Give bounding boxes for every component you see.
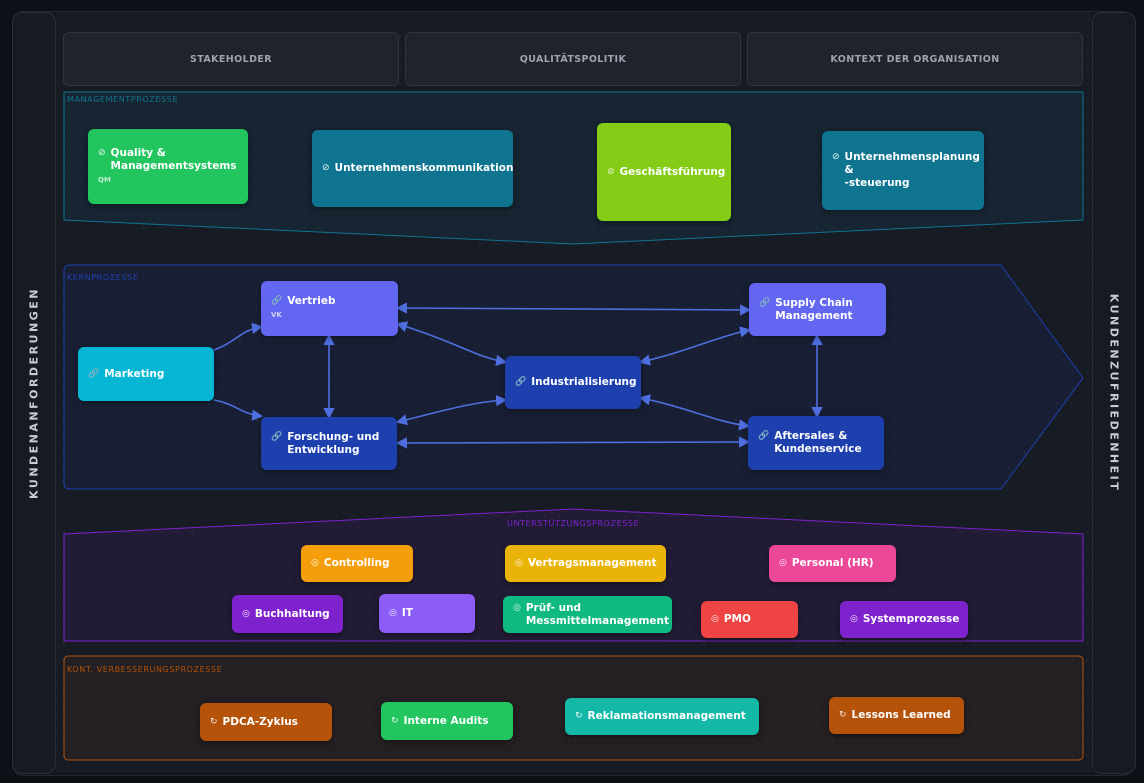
process-connector-arrow — [395, 436, 751, 449]
box-label: Systemprozesse — [862, 613, 960, 625]
box-label: IT — [401, 607, 413, 619]
mgmt-box-geschäftsführung[interactable]: ⊘ Geschäftsführung — [597, 123, 731, 221]
customer-requirements-label: KUNDENANFORDERUNGEN — [27, 287, 41, 499]
kvp-box-interne-audits[interactable]: ↻ Interne Audits — [381, 702, 513, 740]
support-box-controlling[interactable]: ◎ Controlling — [301, 545, 413, 582]
mgmt-box-unternehmenskommunikation[interactable]: ⊘ Unternehmenskommunikation — [312, 130, 513, 207]
support-box-buchhaltung[interactable]: ◎ Buchhaltung — [232, 595, 343, 633]
process-canvas: STAKEHOLDER QUALITÄTSPOLITIK KONTEXT DER… — [56, 12, 1092, 772]
process-connector-arrow — [213, 399, 264, 421]
box-label: Prüf- und Messmittelmanagement — [525, 601, 670, 627]
process-connector-arrow — [213, 322, 264, 351]
box-label: Lessons Learned — [851, 709, 951, 721]
core-box-forschung-und-entwicklung[interactable]: 🔗 Forschung- und Entwicklung — [261, 417, 397, 470]
box-label: Buchhaltung — [254, 607, 330, 620]
kvp-box-pdca-zyklus[interactable]: ↻ PDCA-Zyklus — [200, 703, 332, 741]
support-box-pmo[interactable]: ◎ PMO — [701, 601, 798, 638]
compass-icon: ⊘ — [607, 166, 615, 177]
customer-satisfaction-label: KUNDENZUFRIEDENHEIT — [1107, 293, 1121, 493]
kvp-box-lessons-learned[interactable]: ↻ Lessons Learned — [829, 697, 964, 734]
compass-icon: ⊘ — [832, 152, 840, 162]
management-section-label: MANAGEMENTPROZESSE — [67, 95, 178, 104]
gear-icon: ◎ — [711, 614, 719, 624]
box-label: Unternehmenskommunikation — [334, 162, 514, 174]
refresh-icon: ↻ — [210, 716, 218, 727]
link-icon: 🔗 — [88, 368, 100, 379]
box-label: Reklamationsmanagement — [587, 710, 746, 722]
gear-icon: ◎ — [513, 602, 521, 613]
gear-icon: ◎ — [850, 614, 858, 624]
box-label: Forschung- und Entwicklung — [287, 430, 380, 456]
gear-icon: ◎ — [515, 558, 523, 568]
customer-requirements-bar: KUNDENANFORDERUNGEN — [12, 12, 56, 774]
context-organisation[interactable]: KONTEXT DER ORGANISATION — [747, 32, 1083, 86]
refresh-icon: ↻ — [391, 715, 399, 726]
core-section-label: KERNPROZESSE — [67, 273, 139, 282]
box-label: Vertrieb — [287, 295, 336, 307]
box-label: Geschäftsführung — [619, 165, 726, 178]
support-section-label: UNTERSTÜTZUNGSPROZESSE — [507, 519, 640, 528]
box-abbreviation: VK — [271, 311, 282, 319]
context-quality-policy[interactable]: QUALITÄTSPOLITIK — [405, 32, 741, 86]
improvement-section-label: KONT. VERBESSERUNGSPROZESSE — [67, 665, 223, 674]
box-label: PMO — [723, 613, 751, 625]
box-label: Vertragsmanagement — [527, 557, 657, 569]
context-stakeholder[interactable]: STAKEHOLDER — [63, 32, 399, 86]
refresh-icon: ↻ — [575, 711, 583, 721]
process-connector-arrow — [395, 302, 752, 316]
box-label: Controlling — [323, 557, 390, 569]
refresh-icon: ↻ — [839, 710, 847, 720]
box-abbreviation: QM — [98, 175, 111, 184]
support-box-it[interactable]: ◎ IT — [379, 594, 475, 633]
box-label: Supply Chain Management — [775, 296, 853, 322]
core-box-marketing[interactable]: 🔗 Marketing — [78, 347, 214, 401]
box-label: Industrialisierung — [531, 376, 637, 388]
process-connector-arrow — [395, 395, 508, 426]
box-label: Aftersales & Kundenservice — [774, 430, 862, 455]
support-box-vertragsmanagement[interactable]: ◎ Vertragsmanagement — [505, 545, 666, 582]
box-label: Interne Audits — [403, 714, 489, 727]
link-icon: 🔗 — [759, 297, 771, 308]
compass-icon: ⊘ — [98, 147, 106, 158]
gear-icon: ◎ — [389, 608, 397, 618]
link-icon: 🔗 — [271, 296, 283, 306]
core-box-industrialisierung[interactable]: 🔗 Industrialisierung — [505, 356, 641, 409]
box-label: Unternehmensplanung & -steuerung — [844, 151, 980, 189]
core-box-aftersales-kundenservice[interactable]: 🔗 Aftersales & Kundenservice — [748, 416, 884, 470]
support-box-systemprozesse[interactable]: ◎ Systemprozesse — [840, 601, 968, 638]
link-icon: 🔗 — [758, 431, 770, 441]
box-label: Personal (HR) — [791, 557, 874, 569]
gear-icon: ◎ — [779, 558, 787, 568]
mgmt-box-unternehmensplanung-steuerung[interactable]: ⊘ Unternehmensplanung & -steuerung — [822, 131, 984, 210]
link-icon: 🔗 — [515, 377, 527, 387]
gear-icon: ◎ — [242, 608, 250, 619]
box-label: PDCA-Zyklus — [222, 715, 298, 728]
box-label: Quality & Managementsystems — [110, 146, 237, 172]
compass-icon: ⊘ — [322, 163, 330, 173]
customer-satisfaction-bar: KUNDENZUFRIEDENHEIT — [1092, 12, 1136, 774]
process-connector-arrow — [638, 394, 751, 431]
box-label: Marketing — [104, 367, 165, 380]
kvp-box-reklamationsmanagement[interactable]: ↻ Reklamationsmanagement — [565, 698, 759, 735]
gear-icon: ◎ — [311, 558, 319, 568]
link-icon: 🔗 — [271, 431, 283, 442]
process-connector-arrow — [638, 326, 752, 366]
core-box-supply-chain-management[interactable]: 🔗 Supply Chain Management — [749, 283, 886, 336]
process-connector-arrow — [395, 321, 508, 366]
support-box-personal-hr[interactable]: ◎ Personal (HR) — [769, 545, 896, 582]
support-box-prüf-und-messmittelmanagement[interactable]: ◎ Prüf- und Messmittelmanagement — [503, 596, 672, 633]
